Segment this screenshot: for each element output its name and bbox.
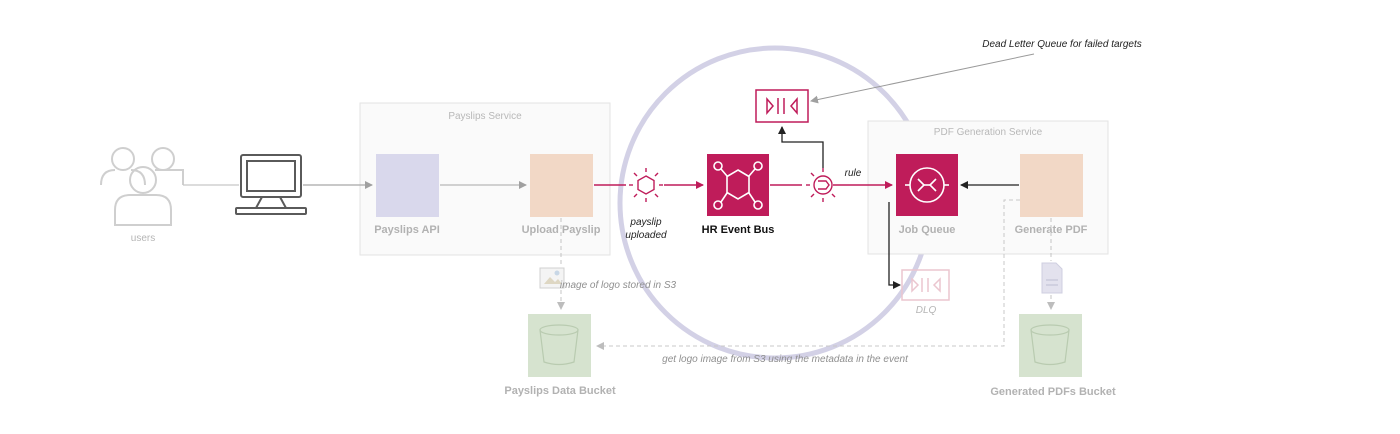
rule-label: rule <box>845 168 862 179</box>
bucket-icon <box>539 324 579 366</box>
document-icon <box>1041 262 1063 294</box>
pdf-generation-service-title: PDF Generation Service <box>934 127 1043 138</box>
payslips-data-bucket-label: Payslips Data Bucket <box>504 385 616 397</box>
payslips-service-title: Payslips Service <box>448 111 522 122</box>
event-bus-icon <box>713 161 763 210</box>
upload-payslip-node[interactable] <box>530 154 593 217</box>
payslips-api-label: Payslips API <box>374 224 440 236</box>
dlq-label: DLQ <box>916 305 937 316</box>
dlq-icon[interactable] <box>901 269 950 301</box>
computer-icon <box>235 154 307 215</box>
rule-icon <box>806 168 836 202</box>
failed-targets-queue-icon[interactable] <box>755 89 809 123</box>
edge-queue-dlq <box>888 202 901 289</box>
payslip-uploaded-label-2: uploaded <box>625 230 667 241</box>
dead-letter-queue-note: Dead Letter Queue for failed targets <box>982 39 1142 50</box>
edge-get-logo <box>596 199 1020 350</box>
logo-stored-label: image of logo stored in S3 <box>560 280 677 291</box>
bucket-icon <box>1030 324 1070 366</box>
payslips-data-bucket-node[interactable] <box>528 314 591 377</box>
hr-event-bus-label: HR Event Bus <box>702 224 775 236</box>
upload-payslip-label: Upload Payslip <box>522 224 601 236</box>
logo-image-icon <box>539 267 565 289</box>
generate-pdf-node[interactable] <box>1020 154 1083 217</box>
job-queue-label: Job Queue <box>899 224 956 236</box>
edge-rule-dlq <box>778 126 824 168</box>
payslips-api-node[interactable] <box>376 154 439 217</box>
event-icon <box>629 168 663 202</box>
get-logo-label: get logo image from S3 using the metadat… <box>662 354 909 365</box>
hr-event-bus-node[interactable] <box>707 154 769 216</box>
queue-icon <box>905 167 949 203</box>
payslip-uploaded-label-1: payslip <box>629 217 662 228</box>
generate-pdf-label: Generate PDF <box>1015 224 1088 236</box>
edge-dlq-annotation <box>810 53 1035 104</box>
generated-pdfs-bucket-node[interactable] <box>1019 314 1082 377</box>
users-label: users <box>131 233 155 244</box>
generated-pdfs-bucket-label: Generated PDFs Bucket <box>990 386 1116 398</box>
users-icon <box>100 147 184 226</box>
